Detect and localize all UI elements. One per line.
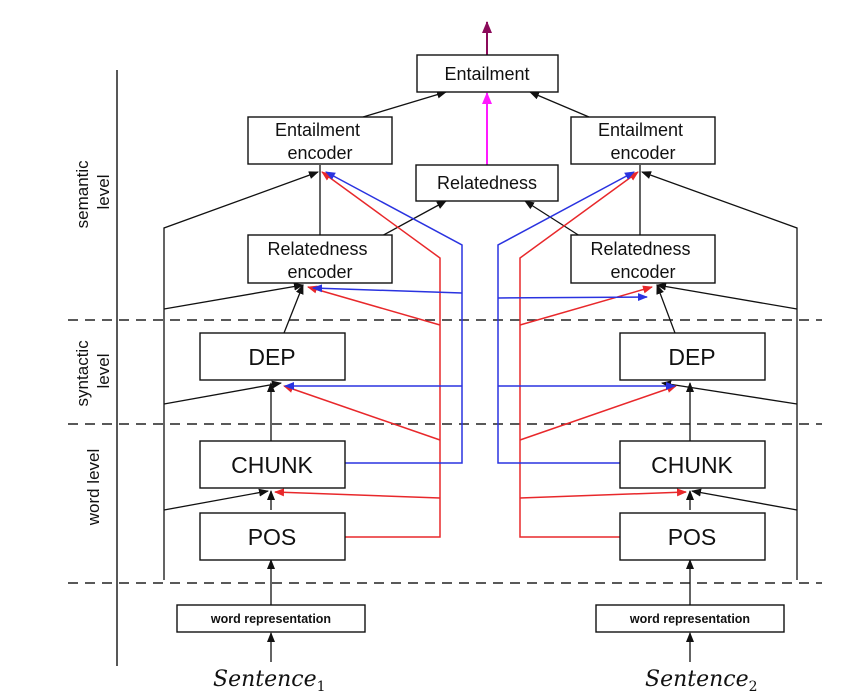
left-dep-to-rel-encoder (283, 284, 304, 334)
left-dep-label: DEP (248, 344, 295, 370)
right-chunk-blue-trunk (497, 171, 635, 464)
left-word-representation-label: word representation (210, 612, 331, 626)
left-pos-box (199, 512, 346, 561)
left-skip-to-dep (163, 380, 282, 405)
left-relatedness-encoder-box (247, 234, 393, 284)
right-pos-red-to-rel-encoder (519, 285, 653, 326)
left-chunk-box (199, 440, 346, 489)
right-chunk-blue-to-rel-encoder (497, 293, 648, 302)
right-pos-label: POS (668, 524, 717, 550)
left-entailment-encoder-label: Entailment encoder (275, 120, 365, 163)
relatedness-label: Relatedness (437, 173, 537, 193)
left-entailment-encoder-box (247, 116, 393, 165)
left-pos-red-to-dep (283, 385, 441, 441)
left-sentence-base: Sentence (213, 667, 317, 692)
right-pos-red-to-dep (519, 385, 677, 441)
syntactic-level-label: syntactic level (73, 336, 113, 407)
entailment-label: Entailment (444, 64, 529, 84)
left-chunk-blue-to-rel-encoder (312, 284, 463, 294)
right-skip-to-dep (661, 380, 798, 405)
right-entailment-encoder-box (570, 116, 716, 165)
right-dep-box (619, 332, 766, 381)
right-skip-to-rel-encoder (656, 282, 798, 310)
right-skip-to-ent-encoder (641, 171, 798, 580)
right-chunk-box (619, 440, 766, 489)
word-level-label: word level (84, 449, 103, 527)
left-pos-red-to-chunk (274, 488, 441, 499)
left-chunk-label: CHUNK (231, 452, 313, 478)
left-sentence-label: Sentence1 (213, 667, 326, 694)
right-sentence-base: Sentence (645, 667, 749, 692)
right-sentence-label: Sentence2 (645, 667, 758, 694)
right-pos-red-trunk (519, 171, 639, 538)
right-dep-label: DEP (668, 344, 715, 370)
boxes (176, 54, 785, 633)
semantic-level-label: semantic level (73, 156, 113, 229)
right-relatedness-encoder-label: Relatedness encoder (590, 239, 695, 282)
left-skip-to-rel-encoder (163, 282, 304, 310)
level-separators (68, 319, 822, 584)
right-relatedness-encoder-box (570, 234, 716, 284)
left-dep-box (199, 332, 346, 381)
left-sentence-subscript: 1 (317, 679, 326, 694)
left-pos-red-to-rel-encoder (307, 285, 441, 326)
right-pos-red-to-chunk (519, 488, 687, 499)
right-rel-enc-to-relatedness (524, 200, 584, 239)
right-skip-to-chunk (691, 488, 798, 511)
right-pos-box (619, 512, 766, 561)
right-word-representation-box (595, 604, 785, 633)
left-ent-encoder-to-entailment (362, 90, 447, 118)
right-word-representation-label: word representation (629, 612, 750, 626)
right-dep-to-rel-encoder (656, 284, 676, 334)
left-chunk-blue-trunk (325, 171, 463, 464)
left-skip-to-chunk (163, 488, 269, 511)
relatedness-box (415, 164, 559, 202)
left-relatedness-encoder-label: Relatedness encoder (267, 239, 372, 282)
right-sentence-subscript: 2 (749, 679, 758, 694)
red-connections (274, 171, 687, 538)
right-ent-encoder-to-entailment (529, 91, 590, 118)
left-pos-red-trunk (321, 171, 441, 538)
right-chunk-label: CHUNK (651, 452, 733, 478)
left-rel-enc-to-relatedness (377, 200, 447, 239)
right-entailment-encoder-label: Entailment encoder (598, 120, 688, 163)
black-connections (163, 21, 798, 662)
left-word-representation-box (176, 604, 366, 633)
left-pos-label: POS (248, 524, 297, 550)
blue-connections (284, 171, 676, 464)
entailment-box (416, 54, 559, 93)
left-skip-to-ent-encoder (163, 171, 319, 580)
